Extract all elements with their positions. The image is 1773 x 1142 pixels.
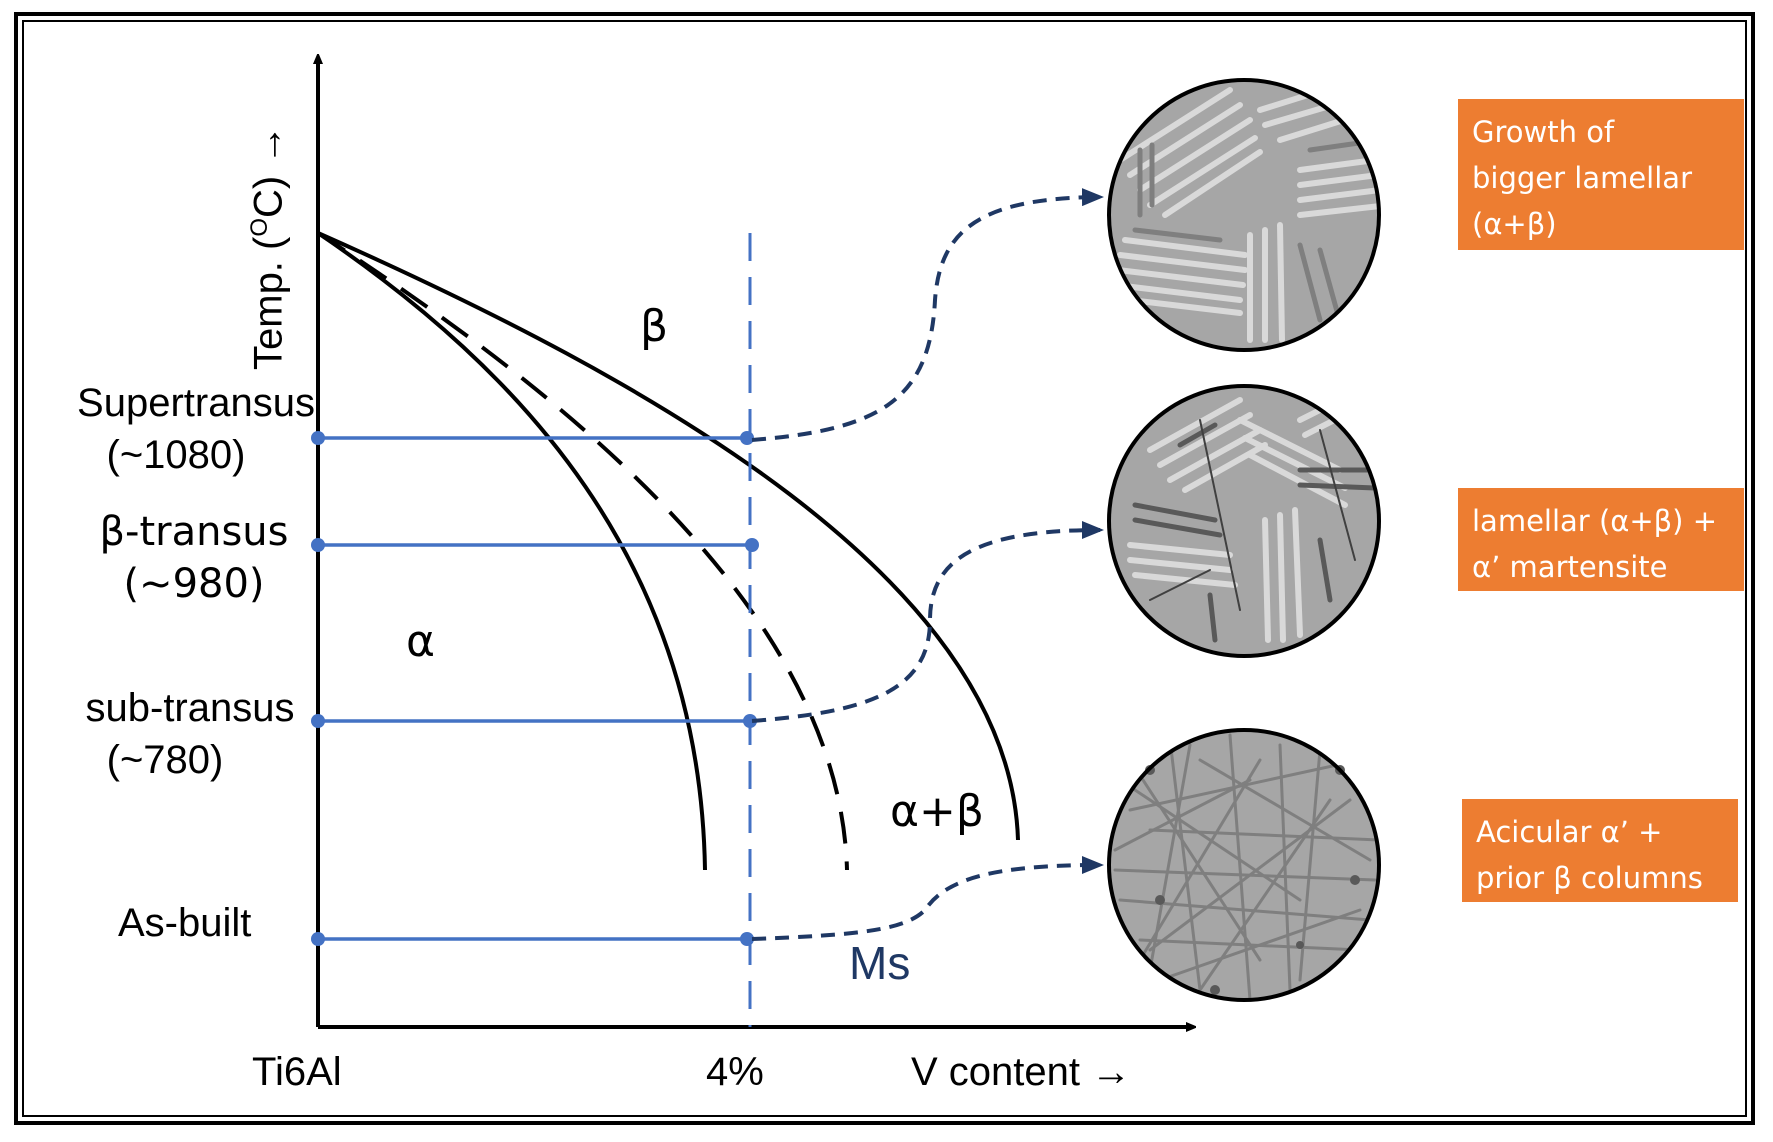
ms-label: Ms xyxy=(849,937,911,989)
level-label-supertransus: Supertransus (~1080) xyxy=(77,381,315,477)
level-line-as-built xyxy=(311,932,754,946)
ms-dashed-curve xyxy=(316,231,849,871)
outer-frame xyxy=(14,12,1755,1125)
arrow-subtransus-to-micro2 xyxy=(751,521,1104,723)
x-mark-label: 4% xyxy=(706,1050,764,1094)
microstructure-box-2: lamellar (α+β) + α’ martensite xyxy=(1458,488,1744,591)
beta-boundary-curve xyxy=(317,231,1020,841)
level-label-sub-transus: sub-transus (~780) xyxy=(85,686,295,782)
level-line-supertransus xyxy=(311,431,754,445)
microstructure-lamellar-martensite xyxy=(1107,384,1381,658)
microstructure-acicular xyxy=(1107,728,1381,1002)
level-line-beta-transus xyxy=(311,538,759,552)
level-line-sub-transus xyxy=(311,714,757,728)
inner-frame xyxy=(22,20,1747,1117)
x-origin-label: Ti6Al xyxy=(252,1050,342,1094)
microstructure-box-3: Acicular α’ + prior β columns xyxy=(1462,799,1738,902)
phase-label-alpha: α xyxy=(406,616,436,667)
level-label-as-built: As-built xyxy=(118,901,252,945)
alpha-boundary-curve xyxy=(316,231,707,871)
arrow-supertransus-to-micro1 xyxy=(751,188,1104,442)
phase-label-alpha-beta: α+β xyxy=(890,786,984,837)
y-axis-label: Temp. (OC) → xyxy=(246,124,291,370)
level-label-beta-transus: β-transus (~980) xyxy=(99,509,289,607)
phase-label-beta: β xyxy=(640,301,669,352)
microstructure-box-1: Growth of bigger lamellar (α+β) xyxy=(1458,99,1744,250)
microstructure-lamellar xyxy=(1107,78,1381,352)
x-axis-label: V content → xyxy=(911,1050,1132,1094)
arrow-asbuilt-to-micro3 xyxy=(751,856,1104,941)
